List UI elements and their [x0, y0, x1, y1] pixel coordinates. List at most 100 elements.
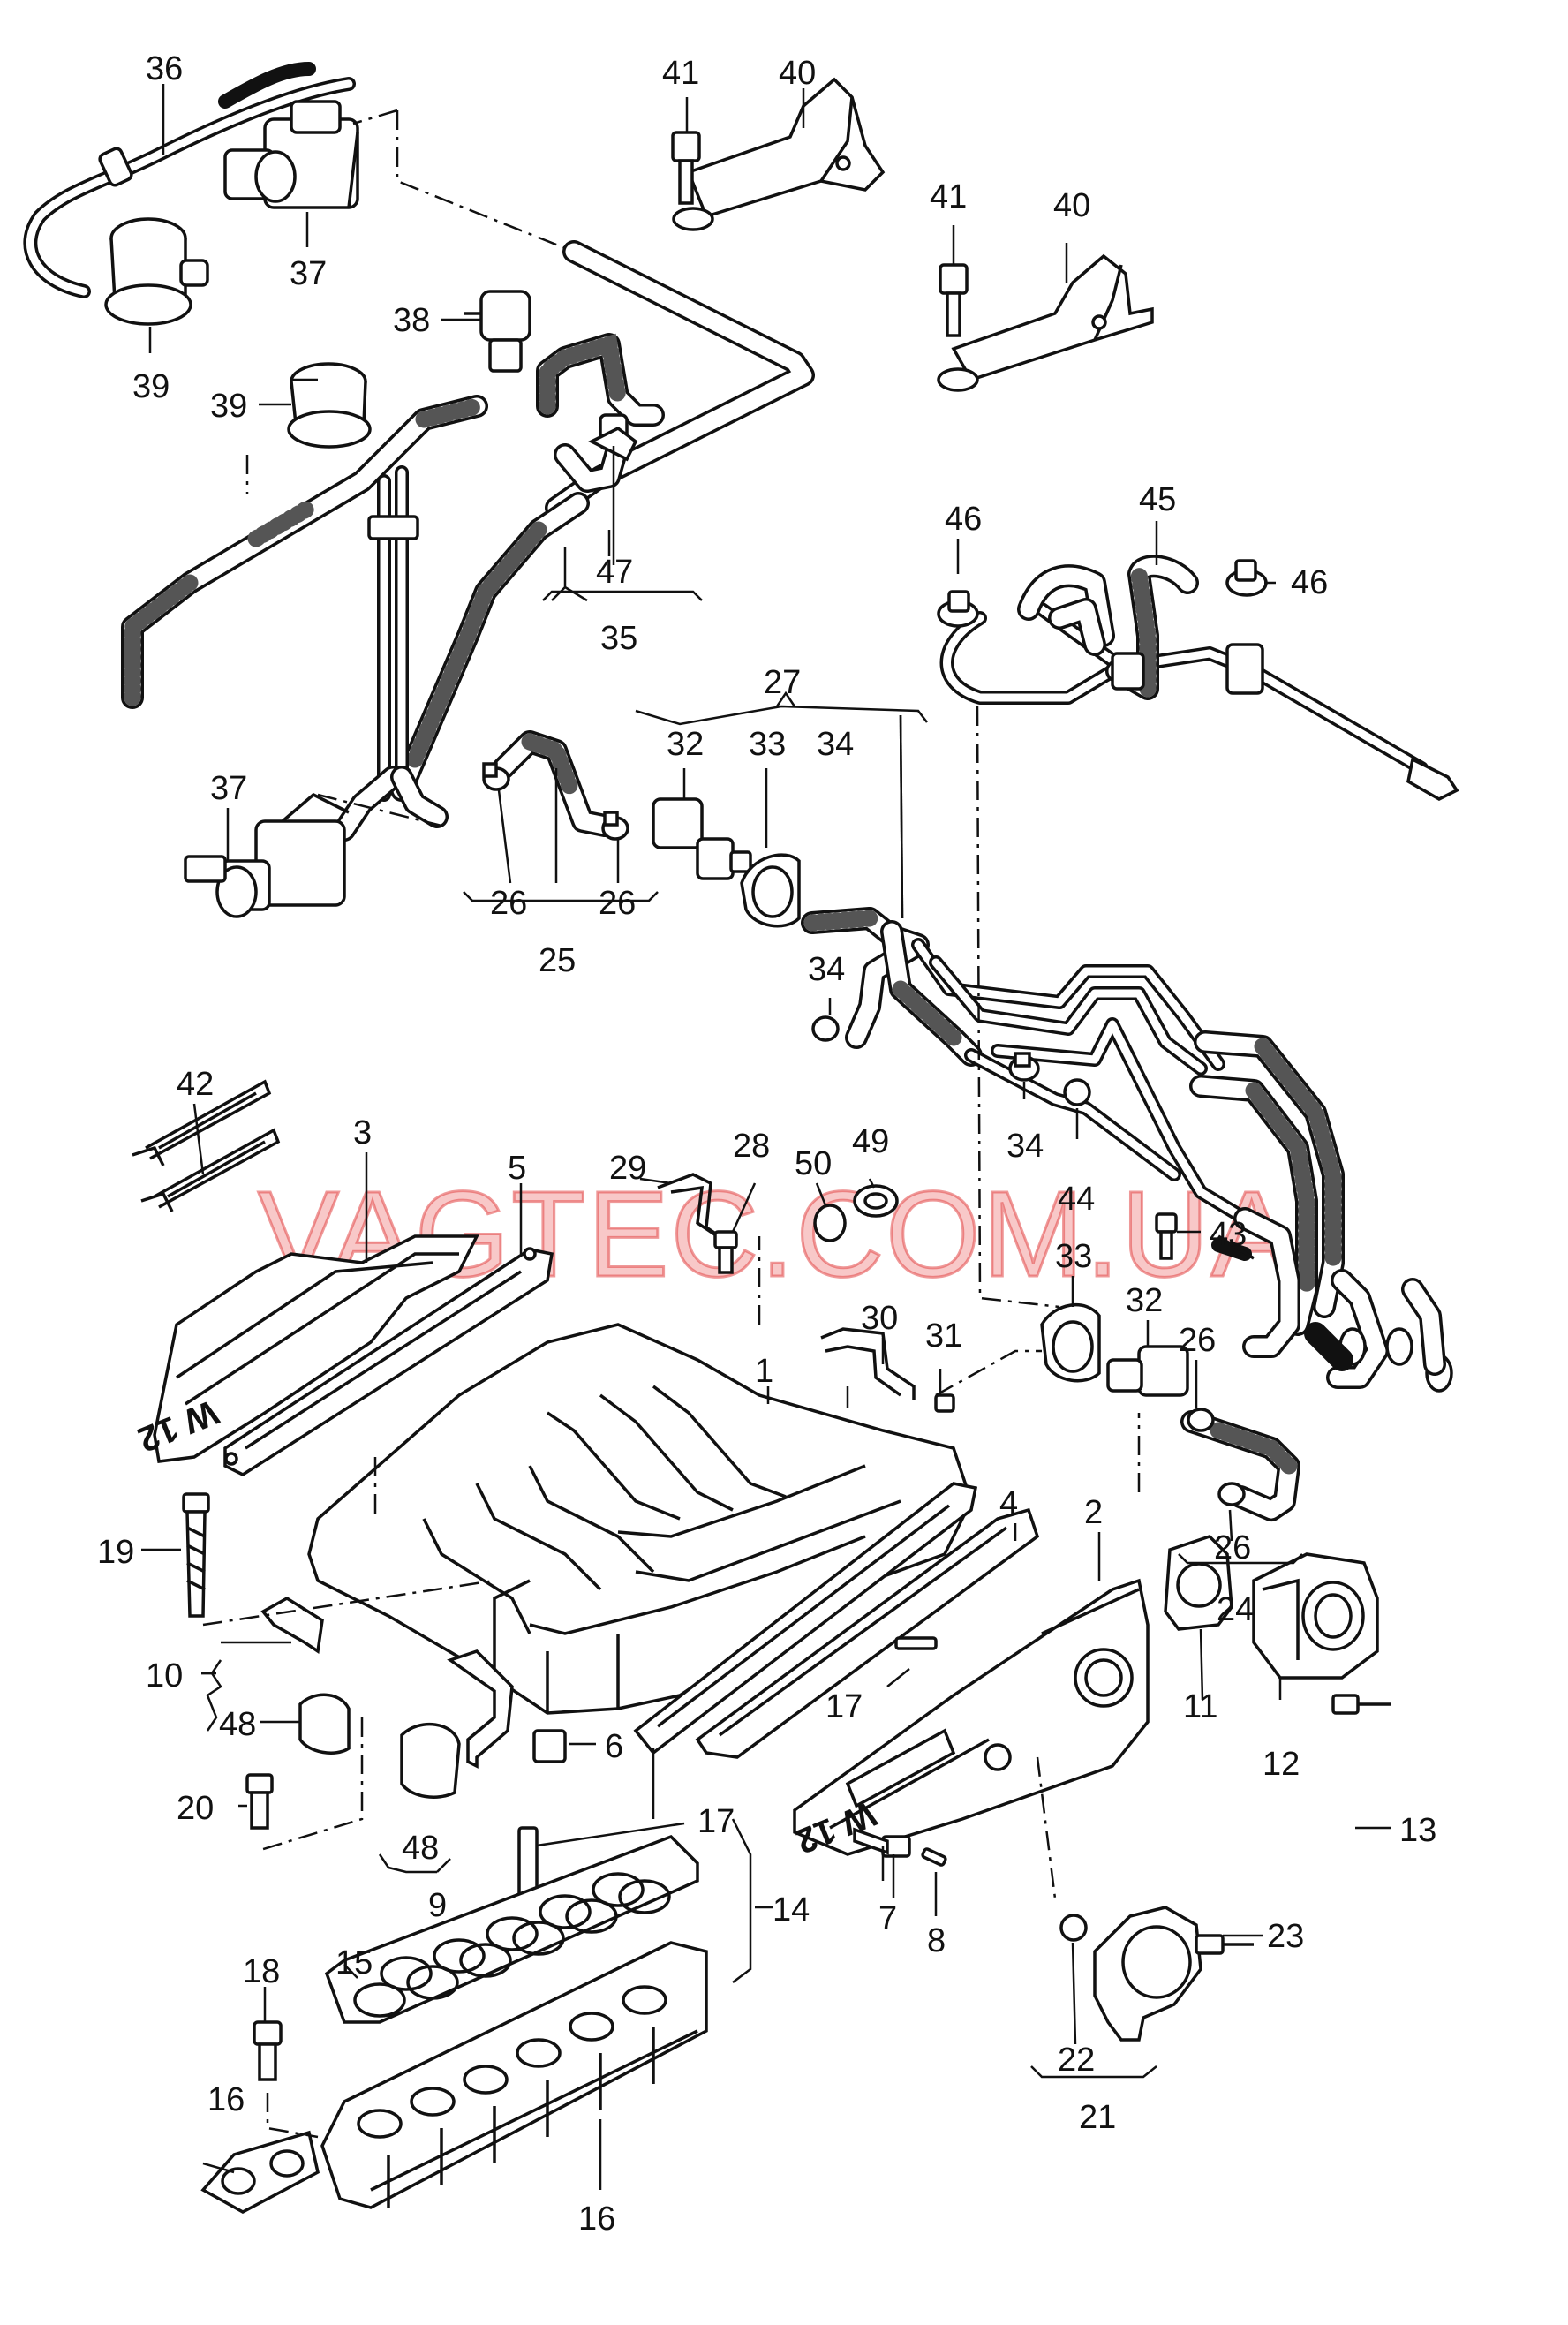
pipe-bundle-27: [801, 907, 1453, 1393]
callout-14: 14: [773, 1891, 810, 1929]
bracket-40-right: [937, 253, 1154, 392]
callout-31: 31: [925, 1317, 962, 1355]
bracket-33-lower: [1040, 1302, 1101, 1383]
bolt-18: [253, 2020, 283, 2081]
lower-manifold-16: [320, 1941, 708, 2209]
nut-6: [532, 1729, 567, 1763]
callout-45: 45: [1139, 481, 1176, 518]
callout-34: 34: [808, 951, 845, 988]
clamp-34-b: [1008, 1052, 1040, 1082]
callout-5: 5: [508, 1150, 526, 1187]
screw-23: [1195, 1934, 1254, 1955]
callout-6: 6: [605, 1728, 623, 1765]
callout-40: 40: [779, 55, 816, 92]
hose-assembly-45: [939, 555, 1459, 801]
callout-26: 26: [599, 885, 636, 922]
routing-line: [396, 110, 575, 253]
callout-37: 37: [210, 770, 247, 807]
cable-ties-42: [132, 1079, 281, 1212]
clip-48-top: [298, 1693, 351, 1755]
routing-line: [976, 706, 1060, 1309]
bolt-28: [713, 1230, 738, 1274]
callout-39: 39: [132, 368, 170, 405]
callout-11: 11: [1183, 1688, 1217, 1725]
callout-42: 42: [177, 1066, 214, 1103]
callout-10: 10: [146, 1657, 183, 1695]
clamp-26-c: [1187, 1408, 1215, 1432]
callout-20: 20: [177, 1790, 214, 1827]
gasket-16-left: [200, 2130, 320, 2214]
nut-44: [1063, 1078, 1091, 1106]
throttle-body-12: [1252, 1552, 1379, 1680]
callout-24: 24: [1217, 1591, 1254, 1628]
callout-46: 46: [945, 501, 982, 538]
clamp-26-d: [1217, 1482, 1246, 1506]
seal-22: [1059, 1914, 1088, 1942]
throttle-gasket-11: [1164, 1534, 1233, 1631]
callout-48: 48: [219, 1706, 256, 1743]
callout-21: 21: [1079, 2099, 1116, 2136]
bolt-31: [934, 1393, 955, 1413]
sleeve-50: [813, 1204, 847, 1242]
routing-line: [1036, 1756, 1057, 1899]
callout-49: 49: [852, 1123, 889, 1160]
screw-13: [1331, 1694, 1391, 1715]
solenoid-valve-37-top: [223, 100, 359, 209]
callout-26: 26: [490, 885, 527, 922]
callout-7: 7: [878, 1900, 897, 1937]
callout-9: 9: [428, 1887, 447, 1924]
callout-33: 33: [749, 726, 786, 763]
callout-2: 2: [1084, 1494, 1103, 1531]
callout-34: 34: [1006, 1128, 1044, 1165]
callout-8: 8: [927, 1922, 946, 1959]
gasket-4: [633, 1482, 1040, 1759]
clamp-49: [853, 1184, 899, 1218]
callout-46: 46: [1291, 564, 1328, 601]
callout-3: 3: [353, 1114, 372, 1151]
gasket-5: [223, 1247, 554, 1477]
bolt-20: [245, 1773, 274, 1830]
gasket-15: [324, 1834, 699, 2024]
callout-41: 41: [930, 178, 967, 215]
routing-line: [260, 1717, 364, 1852]
hose-clamp-46-right: [1225, 559, 1268, 597]
callout-33: 33: [1055, 1238, 1092, 1275]
bolt-7: [853, 1827, 911, 1858]
callout-15: 15: [335, 1944, 373, 1982]
callout-40: 40: [1053, 187, 1090, 224]
solenoid-valve-37-lower: [184, 792, 350, 918]
callout-32: 32: [1126, 1282, 1163, 1319]
intake-cover-2: W 12: [790, 1578, 1150, 1861]
callout-23: 23: [1267, 1918, 1304, 1955]
routing-line: [935, 1349, 1042, 1397]
callout-4: 4: [999, 1485, 1018, 1522]
breather-hose-36: [23, 62, 356, 298]
callout-16: 16: [578, 2200, 615, 2238]
bracket-10: [260, 1596, 324, 1654]
callout-50: 50: [795, 1145, 832, 1182]
pin-17-a: [894, 1636, 938, 1650]
pressure-regulator-38: [464, 290, 531, 373]
hose-24: [1180, 1410, 1300, 1521]
callout-26: 26: [1214, 1529, 1251, 1566]
callout-17: 17: [825, 1688, 863, 1725]
callout-47: 47: [596, 554, 633, 591]
routing-line: [202, 1579, 495, 1627]
clamp-26-b: [601, 811, 629, 841]
connector-47: [588, 426, 638, 565]
callout-12: 12: [1263, 1746, 1300, 1783]
callout-34: 34: [817, 726, 854, 763]
callout-28: 28: [733, 1128, 770, 1165]
leader-lines: [141, 84, 1391, 2190]
callout-44: 44: [1058, 1181, 1095, 1218]
callout-18: 18: [243, 1953, 280, 1990]
callout-36: 36: [146, 50, 183, 87]
callout-32: 32: [667, 726, 704, 763]
hose-25: [492, 730, 616, 837]
callout-43: 43: [1210, 1216, 1247, 1253]
bolt-43: [1155, 1212, 1178, 1260]
clamp-26-a: [482, 762, 510, 791]
callout-41: 41: [662, 55, 699, 92]
